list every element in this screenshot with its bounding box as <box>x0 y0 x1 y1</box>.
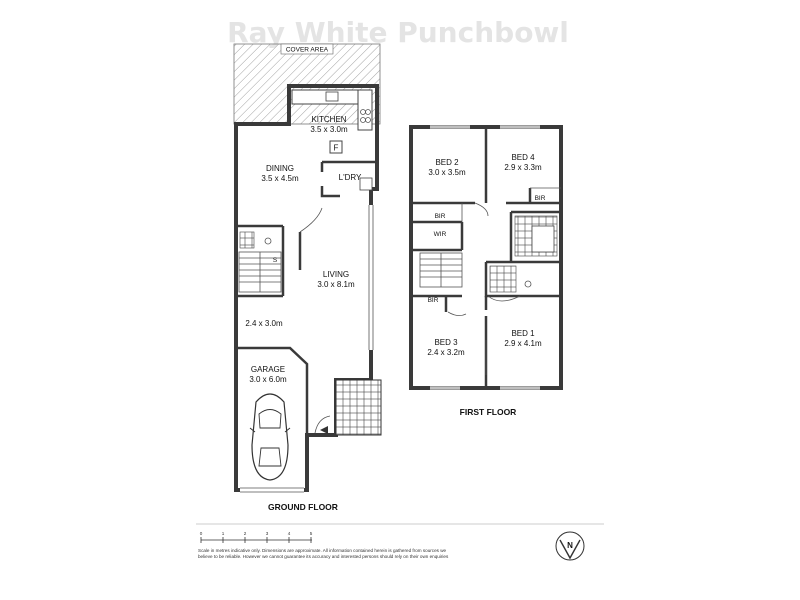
scale-tick-4: 4 <box>288 531 291 536</box>
bir-label-bed3: BIR <box>428 297 439 304</box>
garage-dims: 3.0 x 6.0m <box>249 375 287 384</box>
bed3-name: BED 3 <box>434 338 458 347</box>
dining-name: DINING <box>266 164 294 173</box>
stairs-ground <box>238 251 282 293</box>
kitchen-dims: 3.5 x 3.0m <box>310 125 348 134</box>
bed1-name: BED 1 <box>511 329 535 338</box>
scale-tick-5: 5 <box>310 531 313 536</box>
stairs-first <box>419 252 463 288</box>
fridge-box <box>329 140 343 154</box>
watermark: Ray White Punchbowl <box>227 16 569 49</box>
bed2-dims: 3.0 x 3.5m <box>428 168 466 177</box>
room-dims: 2.4 x 3.0m <box>245 319 283 328</box>
north-arrow-icon: N <box>555 531 585 561</box>
bath-icon <box>531 225 555 253</box>
scale-tick-0: 0 <box>200 531 203 536</box>
bed4-dims: 2.9 x 3.3m <box>504 163 542 172</box>
scale-bar: 0 1 2 3 4 5 <box>200 531 313 543</box>
scale-tick-1: 1 <box>222 531 225 536</box>
ground-outer-walls <box>234 84 379 492</box>
scale-tick-2: 2 <box>244 531 247 536</box>
first-floor-plan: BED 2 3.0 x 3.5m BED 4 2.9 x 3.3m BIR BI… <box>409 125 563 417</box>
car-icon <box>249 393 291 481</box>
stair-label: S <box>273 257 278 264</box>
living-name: LIVING <box>323 270 349 279</box>
wir-label: WIR <box>434 231 447 238</box>
fridge-label: F <box>334 144 339 153</box>
porch-tiles <box>335 379 382 436</box>
ground-floor-plan: COVER AREA F <box>233 43 382 512</box>
bed1-dims: 2.9 x 4.1m <box>504 339 542 348</box>
garage-name: GARAGE <box>251 365 285 374</box>
bed2-name: BED 2 <box>435 158 459 167</box>
sink-icon <box>325 91 339 102</box>
bed3-dims: 2.4 x 3.2m <box>427 348 465 357</box>
dining-dims: 3.5 x 4.5m <box>261 174 299 183</box>
kitchen-name: KITCHEN <box>311 115 346 124</box>
bed4-name: BED 4 <box>511 153 535 162</box>
scale-tick-3: 3 <box>266 531 269 536</box>
north-label: N <box>567 541 573 550</box>
disclaimer-line-1: Scale in metres indicative only. Dimensi… <box>198 548 447 553</box>
ground-floor-title: GROUND FLOOR <box>268 502 338 512</box>
bir-label-bed4: BIR <box>535 195 546 202</box>
disclaimer-line-2: believe to be reliable. However we canno… <box>198 554 449 559</box>
cover-area-label: COVER AREA <box>286 47 329 54</box>
laundry-name: L'DRY <box>339 173 362 182</box>
living-dims: 3.0 x 8.1m <box>317 280 355 289</box>
bir-label-bed2: BIR <box>435 213 446 220</box>
first-floor-title: FIRST FLOOR <box>460 407 517 417</box>
